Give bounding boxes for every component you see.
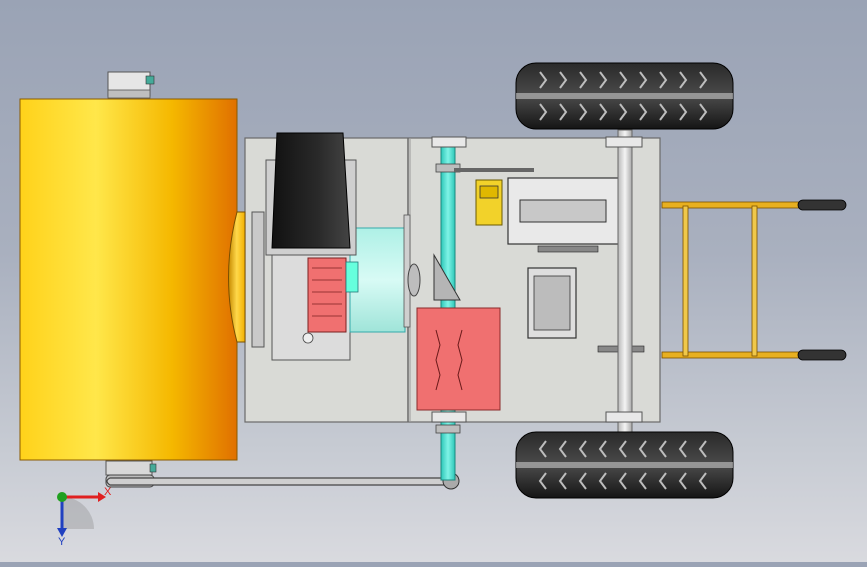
gearbox — [416, 253, 501, 411]
wheel-top — [515, 62, 734, 130]
engine — [271, 214, 421, 361]
coordinate-triad: X Y — [57, 486, 112, 548]
wheel-bottom — [515, 431, 734, 499]
drive-belt — [106, 472, 460, 490]
drum-bearing-top — [107, 71, 155, 99]
fuel-tank — [475, 179, 503, 226]
drum-end-cap — [228, 211, 265, 348]
hopper — [265, 132, 357, 256]
x-axis-label: X — [104, 486, 112, 498]
handle — [661, 199, 847, 361]
rear-axle — [605, 129, 643, 433]
y-axis-label: Y — [58, 536, 66, 548]
roller-drum — [19, 98, 238, 461]
